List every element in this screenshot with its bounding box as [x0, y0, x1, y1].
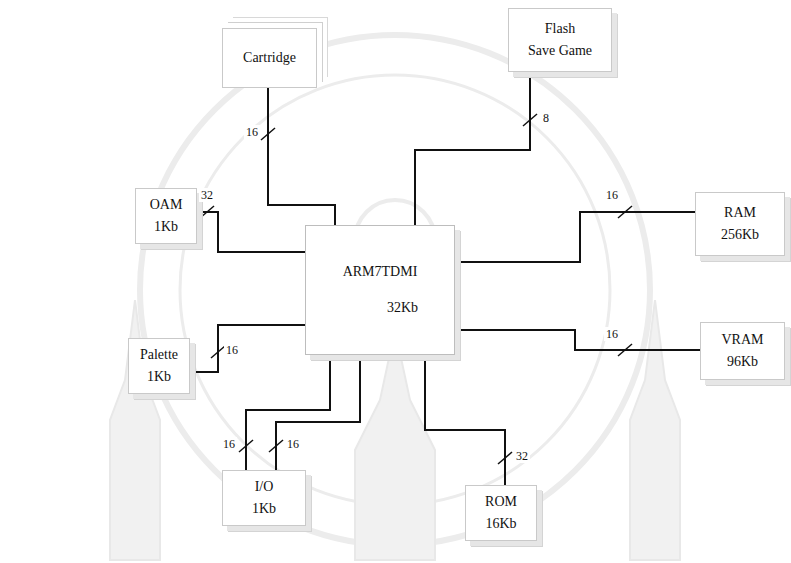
bus-width: 16: [604, 327, 620, 341]
part-name: OAM: [150, 197, 183, 213]
bus-line: [455, 330, 700, 350]
bus-line: [246, 355, 330, 470]
bus-width-slash: [523, 114, 537, 126]
bus-width: 16: [224, 343, 240, 357]
bus-line: [190, 325, 305, 372]
cpu-box: ARM7TDMI 32Kb: [305, 225, 455, 355]
bus-width: 16: [285, 437, 301, 451]
bus-width: 16: [221, 437, 237, 451]
part-name: Palette: [140, 347, 178, 363]
bus-line: [276, 355, 360, 470]
bus-line: [197, 212, 305, 252]
bus-width-slash: [200, 206, 214, 218]
io-box: I/O 1Kb: [222, 470, 306, 526]
memory-box: VRAM 96Kb: [700, 322, 785, 380]
bus-line: [425, 355, 505, 485]
part-name: ROM: [485, 494, 517, 510]
bus-line: [415, 72, 530, 225]
flash-box: FlashSave Game: [508, 8, 612, 72]
bus-width-slash: [261, 128, 275, 140]
cartridge-box: Cartridge: [222, 28, 317, 88]
bus-line: [268, 88, 335, 225]
memory-size: 256Kb: [721, 227, 759, 243]
bus-width: 8: [541, 111, 551, 125]
bus-width-slash: [498, 452, 512, 464]
part-name: ARM7TDMI: [343, 264, 418, 280]
part-name: Cartridge: [243, 50, 296, 66]
memory-box: RAM 256Kb: [695, 192, 785, 256]
bus-width-slash: [618, 206, 632, 218]
bus-width-slash: [239, 440, 253, 452]
memory-size: Save Game: [528, 43, 592, 59]
part-name: Flash: [545, 21, 575, 37]
memory-box: OAM 1Kb: [135, 188, 197, 244]
memory-size: 96Kb: [727, 354, 758, 370]
bus-width: 32: [199, 188, 215, 202]
bus-width-slash: [269, 440, 283, 452]
memory-size: 1Kb: [252, 501, 276, 517]
memory-box: Palette 1Kb: [128, 338, 190, 394]
bus-width: 16: [604, 188, 620, 202]
part-name: VRAM: [721, 332, 763, 348]
bus-width: 16: [244, 125, 260, 139]
memory-size: 32Kb: [387, 300, 418, 316]
rom-box: ROM 16Kb: [465, 485, 537, 541]
bus-line: [455, 212, 695, 262]
bus-width-slash: [618, 344, 632, 356]
memory-size: 1Kb: [147, 369, 171, 385]
part-name: RAM: [724, 205, 756, 221]
bus-width: 32: [514, 449, 530, 463]
bus-width-slash: [211, 346, 225, 358]
part-name: I/O: [255, 479, 274, 495]
memory-size: 16Kb: [485, 516, 516, 532]
memory-size: 1Kb: [154, 219, 178, 235]
